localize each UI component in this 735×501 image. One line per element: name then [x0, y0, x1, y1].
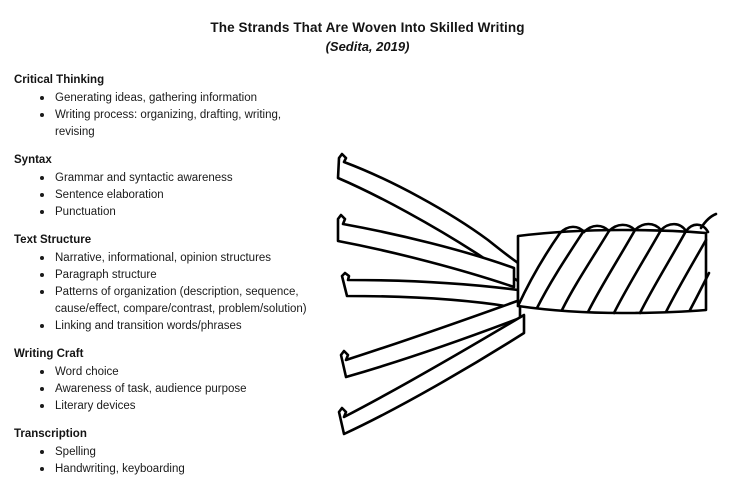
- page-subtitle: (Sedita, 2019): [325, 39, 410, 54]
- strand-group-writing-craft: Writing Craft Word choice Awareness of t…: [14, 346, 314, 415]
- list-item-label: Generating ideas, gathering information: [55, 92, 258, 104]
- rope-twist-line-4: [586, 228, 637, 314]
- rope-top-scallop-3: [607, 223, 637, 233]
- rope-twist-line-1: [516, 231, 562, 308]
- strand-heading: Critical Thinking: [14, 74, 105, 86]
- strand-items: Narrative, informational, opinion struct…: [14, 250, 314, 335]
- rope-twist-line-2: [535, 230, 585, 310]
- list-item: Spelling: [14, 444, 314, 461]
- list-item-label: Spelling: [55, 446, 96, 458]
- bullet-icon: [40, 273, 44, 277]
- rope-twist-line-8: [688, 271, 711, 312]
- rope-top-scallop-1: [558, 225, 586, 235]
- strand-group-critical-thinking: Critical Thinking Generating ideas, gath…: [14, 72, 314, 141]
- bullet-icon: [40, 193, 44, 197]
- rope-top-scallop-4: [633, 222, 663, 232]
- rope-strand-5: [337, 313, 526, 436]
- strand-heading: Writing Craft: [14, 348, 84, 360]
- strand-items: Word choice Awareness of task, audience …: [14, 364, 314, 415]
- list-item: Literary devices: [14, 398, 314, 415]
- list-item-label: Linking and transition words/phrases: [55, 320, 242, 332]
- rope-frayed-tail: [699, 212, 718, 230]
- page-title: The Strands That Are Woven Into Skilled …: [210, 20, 525, 35]
- list-item: Awareness of task, audience purpose: [14, 381, 314, 398]
- bullet-icon: [40, 404, 44, 408]
- list-item-label: Sentence elaboration: [55, 189, 164, 201]
- list-item-label: Handwriting, keyboarding: [55, 463, 185, 475]
- woven-rope-illustration: [322, 140, 722, 460]
- bullet-icon: [40, 290, 44, 294]
- strand-group-transcription: Transcription Spelling Handwriting, keyb…: [14, 426, 314, 478]
- list-item: Word choice: [14, 364, 314, 381]
- rope-twist-line-7: [664, 238, 708, 314]
- strand-heading: Transcription: [14, 428, 87, 440]
- list-item: Sentence elaboration: [14, 187, 314, 204]
- strand-group-text-structure: Text Structure Narrative, informational,…: [14, 232, 314, 335]
- strand-heading: Text Structure: [14, 234, 92, 246]
- list-item-label: Paragraph structure: [55, 269, 157, 281]
- bullet-icon: [40, 256, 44, 260]
- strand-list: Critical Thinking Generating ideas, gath…: [14, 72, 314, 478]
- bullet-icon: [40, 210, 44, 214]
- list-item-label: Patterns of organization (description, s…: [55, 286, 307, 315]
- list-item: Writing process: organizing, drafting, w…: [14, 107, 314, 141]
- bullet-icon: [40, 450, 44, 454]
- list-item: Linking and transition words/phrases: [14, 318, 314, 335]
- rope-top-scallop-6: [684, 223, 710, 234]
- rope-top-scallop-2: [582, 224, 611, 234]
- list-item-label: Writing process: organizing, drafting, w…: [55, 109, 282, 138]
- strand-group-syntax: Syntax Grammar and syntactic awareness S…: [14, 152, 314, 221]
- list-item-label: Narrative, informational, opinion struct…: [55, 252, 272, 264]
- bullet-icon: [40, 387, 44, 391]
- bullet-icon: [40, 467, 44, 471]
- rope-twist-line-3: [560, 229, 611, 312]
- list-item: Patterns of organization (description, s…: [14, 284, 314, 318]
- title-block: The Strands That Are Woven Into Skilled …: [0, 19, 735, 56]
- list-item: Generating ideas, gathering information: [14, 90, 314, 107]
- strand-heading: Syntax: [14, 154, 52, 166]
- list-item: Grammar and syntactic awareness: [14, 170, 314, 187]
- bullet-icon: [40, 113, 44, 117]
- list-item: Paragraph structure: [14, 267, 314, 284]
- bullet-icon: [40, 370, 44, 374]
- list-item: Handwriting, keyboarding: [14, 461, 314, 478]
- strand-items: Spelling Handwriting, keyboarding: [14, 444, 314, 478]
- bullet-icon: [40, 176, 44, 180]
- strand-items: Generating ideas, gathering information …: [14, 90, 314, 141]
- rope-twist-line-6: [638, 229, 688, 315]
- rope-diagram-icon: [336, 152, 718, 436]
- list-item: Narrative, informational, opinion struct…: [14, 250, 314, 267]
- list-item-label: Grammar and syntactic awareness: [55, 172, 233, 184]
- list-item-label: Punctuation: [55, 206, 116, 218]
- strand-items: Grammar and syntactic awareness Sentence…: [14, 170, 314, 221]
- bullet-icon: [40, 96, 44, 100]
- bullet-icon: [40, 324, 44, 328]
- list-item-label: Awareness of task, audience purpose: [55, 383, 247, 395]
- rope-top-scallop-5: [659, 222, 688, 233]
- rope-twist-line-5: [612, 228, 663, 315]
- list-item: Punctuation: [14, 204, 314, 221]
- list-item-label: Word choice: [55, 366, 119, 378]
- list-item-label: Literary devices: [55, 400, 136, 412]
- rope-strand-2: [336, 213, 516, 289]
